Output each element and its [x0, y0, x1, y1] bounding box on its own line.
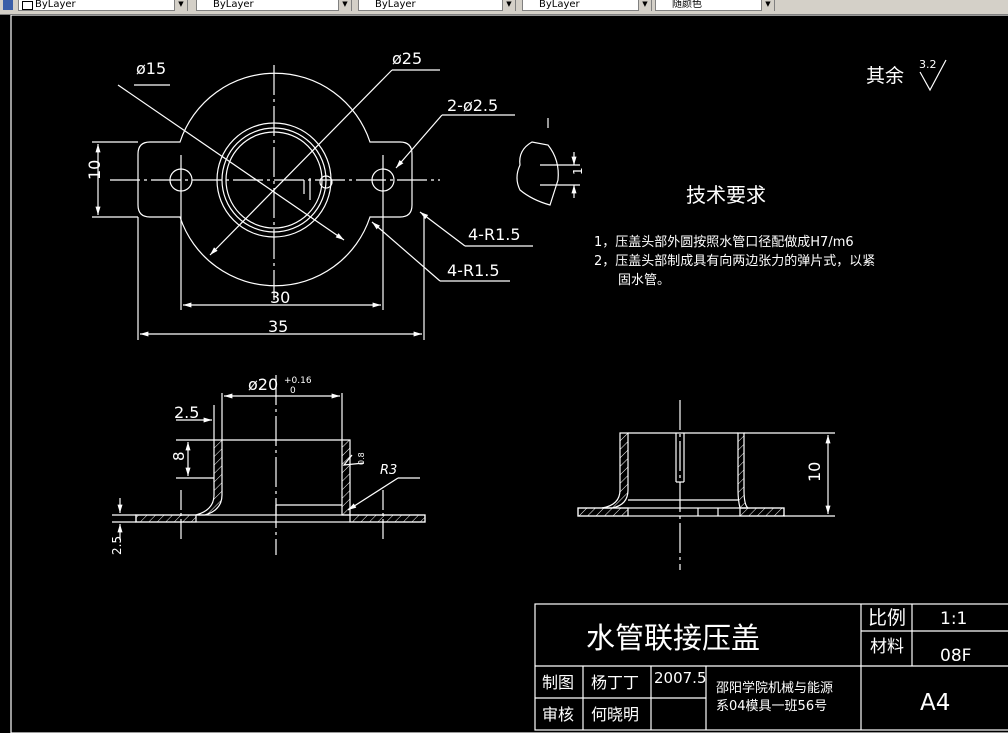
section-view: [112, 375, 426, 555]
lineweight-dropdown[interactable]: ByLayer ▼: [358, 0, 516, 11]
linetype-dropdown-value: ByLayer: [213, 0, 254, 10]
scale-value: 1:1: [940, 609, 967, 629]
chevron-down-icon[interactable]: ▼: [502, 0, 515, 11]
checked-by: 何晓明: [591, 705, 639, 724]
dim-35: 35: [268, 317, 288, 336]
linetype-dropdown[interactable]: ByLayer ▼: [196, 0, 352, 11]
properties-toolbar: ByLayer ▼ ByLayer ▼ ByLayer ▼ ByLayer ▼ …: [0, 0, 1008, 15]
dim-d20-tol-lower: 0: [290, 386, 296, 396]
dim-holes: 2-ø2.5: [447, 96, 498, 115]
school-line-2: 系04模具一班56号: [716, 699, 827, 714]
drawn-label: 制图: [542, 673, 574, 692]
dim-section-2-5: 2.5: [174, 403, 199, 422]
color-mode-dropdown-value: 随颜色: [672, 0, 702, 10]
dim-side-10: 10: [805, 462, 824, 482]
color-swatch-icon: [22, 1, 33, 10]
dim-bottom-2-5: 2.5: [110, 536, 124, 555]
part-name: 水管联接压盖: [586, 621, 760, 655]
checked-label: 审核: [542, 705, 574, 724]
status-strip: [0, 733, 1008, 738]
color-mode-dropdown[interactable]: 随颜色 ▼: [655, 0, 775, 11]
side-view: [577, 400, 835, 570]
plotstyle-dropdown-value: ByLayer: [539, 0, 580, 10]
requirement-1: 1，压盖头部外圆按照水管口径配做成H7/m6: [594, 235, 854, 250]
surface-note-label: 其余: [866, 65, 904, 87]
requirements-title: 技术要求: [686, 183, 766, 207]
drawn-date: 2007.5: [654, 669, 707, 687]
top-view: [92, 65, 533, 340]
plotstyle-dropdown[interactable]: ByLayer ▼: [522, 0, 652, 11]
drawing-canvas[interactable]: ø15 ø25 2-ø2.5 4-R1.5 4-R1.5 10 30 35 1 …: [0, 15, 1008, 738]
material-value: 08F: [940, 646, 971, 666]
surface-note-value: 3.2: [919, 58, 937, 71]
dim-d20-tol-upper: +0.16: [284, 376, 312, 386]
scale-label: 比例: [868, 607, 906, 629]
dim-r15-a: 4-R1.5: [468, 225, 521, 244]
roughness-symbol: [919, 59, 947, 92]
school-line-1: 邵阳学院机械与能源: [716, 680, 833, 696]
requirement-3: 固水管。: [618, 273, 670, 288]
chevron-down-icon[interactable]: ▼: [338, 0, 351, 11]
sheet-size: A4: [920, 690, 950, 716]
layer-icon[interactable]: [3, 0, 13, 10]
color-dropdown[interactable]: ByLayer ▼: [18, 0, 188, 11]
detail-view: [516, 118, 580, 206]
chevron-down-icon[interactable]: ▼: [174, 0, 187, 11]
dim-d25: ø25: [392, 49, 422, 68]
dim-r3: R3: [380, 463, 397, 478]
dim-d15: ø15: [136, 59, 166, 78]
drawing-frame: [10, 15, 1008, 734]
dim-10-top: 10: [85, 160, 104, 180]
dim-8: 8: [170, 451, 188, 461]
chevron-down-icon[interactable]: ▼: [761, 0, 774, 11]
dim-d20: ø20: [248, 375, 278, 394]
color-dropdown-value: ByLayer: [35, 0, 76, 10]
dim-1: 1: [571, 167, 585, 175]
title-block: [534, 603, 1008, 731]
material-label: 材料: [870, 637, 904, 657]
requirement-2: 2，压盖头部制成具有向两边张力的弹片式，以紧: [594, 253, 875, 269]
roughness-value: 0.8: [357, 452, 366, 465]
chevron-down-icon[interactable]: ▼: [638, 0, 651, 11]
dim-30: 30: [270, 288, 290, 307]
dim-r15-b: 4-R1.5: [447, 261, 500, 280]
lineweight-dropdown-value: ByLayer: [375, 0, 416, 10]
drawn-by: 杨丁丁: [591, 673, 639, 692]
